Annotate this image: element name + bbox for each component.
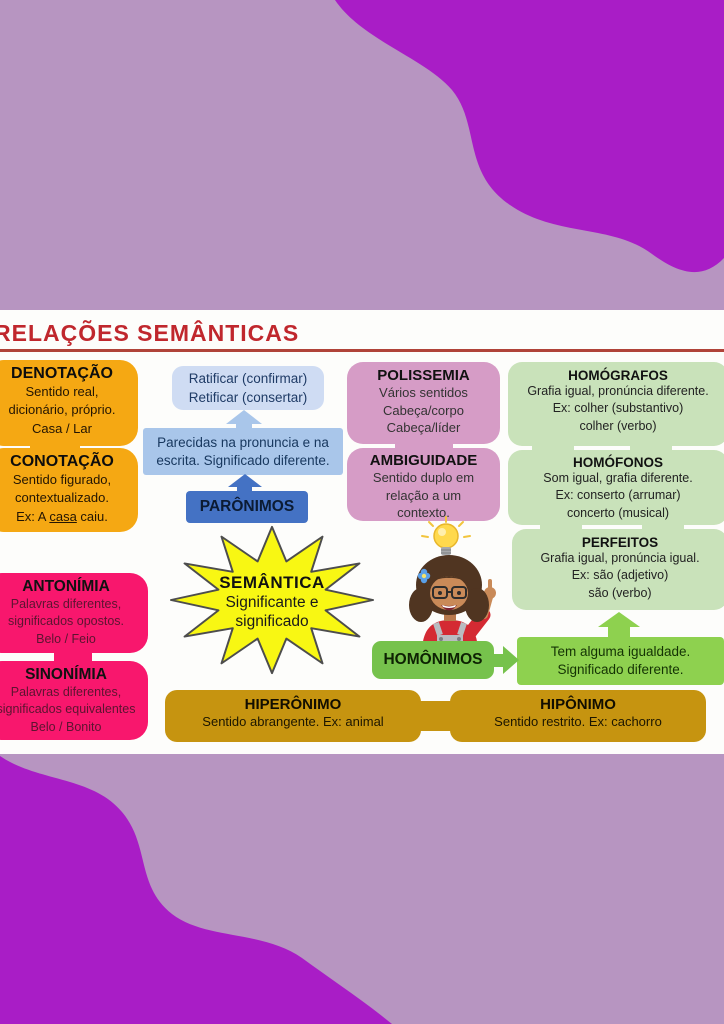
parecidas-line: Parecidas na pronuncia e na bbox=[157, 435, 329, 450]
page-title: RELAÇÕES SEMÂNTICAS bbox=[0, 320, 300, 346]
homografos-title: HOMÓGRAFOS bbox=[568, 368, 668, 383]
polissemia-line: Cabeça/líder bbox=[386, 420, 461, 436]
parecidas-line: escrita. Significado diferente. bbox=[156, 453, 330, 469]
antonimia-line: Palavras diferentes, bbox=[10, 597, 122, 611]
sinonimia-line: significados equivalentes bbox=[0, 702, 136, 717]
arrow-up-stem bbox=[236, 422, 252, 432]
ambiguidade-box: AMBIGUIDADE Sentido duplo em relação a u… bbox=[347, 448, 500, 521]
arrow-up-stem bbox=[608, 626, 630, 639]
antonimia-line: significados opostos. bbox=[7, 614, 125, 629]
ambiguidade-line: relação a um bbox=[385, 487, 462, 503]
hiponimo-title: HIPÔNIMO bbox=[540, 696, 616, 713]
olive-connector bbox=[418, 701, 454, 731]
polissemia-line: Cabeça/corpo bbox=[383, 402, 464, 418]
antonimia-line: Belo / Feio bbox=[36, 631, 96, 646]
tem-igualdade-line: Significado diferente. bbox=[557, 662, 684, 678]
sinonimia-title: SINONÍMIA bbox=[25, 666, 107, 683]
ambiguidade-title: AMBIGUIDADE bbox=[369, 452, 478, 469]
sinonimia-line: Belo / Bonito bbox=[30, 719, 102, 734]
wave-bottom-left bbox=[0, 756, 392, 1024]
antonimia-title: ANTONÍMIA bbox=[22, 578, 110, 595]
denotacao-line: Casa / Lar bbox=[32, 420, 92, 436]
homografos-line: Ex: colher (substantivo) bbox=[552, 401, 684, 416]
example-underlined-word: casa bbox=[49, 508, 77, 524]
title-divider bbox=[0, 349, 724, 352]
arrow-up-icon bbox=[228, 474, 262, 487]
ambiguidade-line: Sentido duplo em bbox=[372, 470, 475, 485]
arrow-up-stem bbox=[237, 485, 252, 492]
denotacao-box: DENOTAÇÃO Sentido real, dicionário, próp… bbox=[0, 360, 138, 446]
ambiguidade-line: contexto. bbox=[397, 505, 450, 521]
perfeitos-box: PERFEITOS Grafia igual, pronúncia igual.… bbox=[512, 529, 724, 610]
hiperonimo-box: HIPERÔNIMO Sentido abrangente. Ex: anima… bbox=[165, 690, 421, 742]
semantica-line: Significante e bbox=[225, 593, 319, 611]
polissemia-title: POLISSEMIA bbox=[377, 367, 470, 384]
tem-igualdade-box: Tem alguma igualdade. Significado difere… bbox=[517, 637, 724, 685]
arrow-right-icon bbox=[503, 646, 519, 674]
lightbulb-icon bbox=[421, 516, 471, 555]
hiperonimo-title: HIPERÔNIMO bbox=[244, 696, 342, 713]
conotacao-line: Sentido figurado, bbox=[12, 472, 112, 487]
starburst-shape bbox=[169, 525, 375, 675]
semantica-title: SEMÂNTICA bbox=[219, 572, 325, 592]
ratificar-line: Ratificar (confirmar) bbox=[188, 371, 308, 386]
homofonos-line: concerto (musical) bbox=[566, 505, 670, 520]
perfeitos-line: são (verbo) bbox=[588, 585, 652, 600]
conotacao-title: CONOTAÇÃO bbox=[10, 453, 114, 470]
homofonos-line: Som igual, grafia diferente. bbox=[543, 471, 693, 485]
homonimos-label: HOMÔNIMOS bbox=[383, 651, 483, 668]
paronimos-label: PARÔNIMOS bbox=[199, 498, 295, 515]
tem-igualdade-line: Tem alguma igualdade. bbox=[550, 644, 691, 659]
homofonos-line: Ex: conserto (arrumar) bbox=[555, 488, 681, 503]
conotacao-line: contextualizado. bbox=[15, 490, 109, 506]
pink-connector bbox=[54, 650, 92, 663]
antonimia-box: ANTONÍMIA Palavras diferentes, significa… bbox=[0, 573, 148, 653]
arrow-right-stem bbox=[492, 654, 504, 667]
semantica-text: SEMÂNTICA Significante e significado bbox=[168, 524, 376, 676]
sinonimia-line: Palavras diferentes, bbox=[10, 685, 122, 699]
ratificar-box: Ratificar (confirmar) Retificar (consert… bbox=[172, 366, 324, 410]
wave-top-right bbox=[335, 0, 724, 273]
hiperonimo-line: Sentido abrangente. Ex: animal bbox=[202, 714, 384, 729]
denotacao-line: Sentido real, bbox=[25, 384, 99, 399]
semantica-line: significado bbox=[235, 613, 309, 630]
homofonos-box: HOMÓFONOS Som igual, grafia diferente. E… bbox=[508, 450, 724, 525]
denotacao-line: dicionário, próprio. bbox=[8, 402, 116, 418]
homografos-line: Grafia igual, pronúncia diferente. bbox=[527, 384, 709, 398]
parecidas-box: Parecidas na pronuncia e na escrita. Sig… bbox=[143, 428, 343, 475]
arrow-up-icon bbox=[226, 410, 262, 424]
perfeitos-line: Grafia igual, pronúncia igual. bbox=[540, 551, 700, 565]
sinonimia-box: SINONÍMIA Palavras diferentes, significa… bbox=[0, 661, 148, 740]
example-suffix: caiu. bbox=[76, 508, 108, 524]
polissemia-line: Vários sentidos bbox=[379, 385, 468, 400]
polissemia-box: POLISSEMIA Vários sentidos Cabeça/corpo … bbox=[347, 362, 500, 444]
homografos-line: colher (verbo) bbox=[579, 418, 657, 433]
perfeitos-line: Ex: são (adjetivo) bbox=[571, 568, 669, 583]
denotacao-title: DENOTAÇÃO bbox=[11, 365, 113, 382]
paronimos-box: PARÔNIMOS bbox=[186, 491, 308, 523]
homografos-box: HOMÓGRAFOS Grafia igual, pronúncia difer… bbox=[508, 362, 724, 446]
arrow-up-icon bbox=[598, 612, 640, 627]
flower-icon bbox=[417, 568, 431, 584]
hiponimo-box: HIPÔNIMO Sentido restrito. Ex: cachorro bbox=[450, 690, 706, 742]
example-prefix: Ex: A bbox=[16, 508, 50, 524]
conotacao-box: CONOTAÇÃO Sentido figurado, contextualiz… bbox=[0, 448, 138, 532]
teacher-character bbox=[409, 555, 496, 653]
perfeitos-title: PERFEITOS bbox=[581, 535, 659, 550]
conotacao-example: Ex: A casa caiu. bbox=[0, 508, 138, 526]
homonimos-box: HOMÔNIMOS bbox=[372, 641, 494, 679]
hiponimo-line: Sentido restrito. Ex: cachorro bbox=[494, 714, 662, 729]
ratificar-line: Retificar (consertar) bbox=[188, 389, 308, 405]
semantica-starburst: SEMÂNTICA Significante e significado bbox=[168, 524, 376, 676]
homofonos-title: HOMÓFONOS bbox=[573, 455, 663, 470]
